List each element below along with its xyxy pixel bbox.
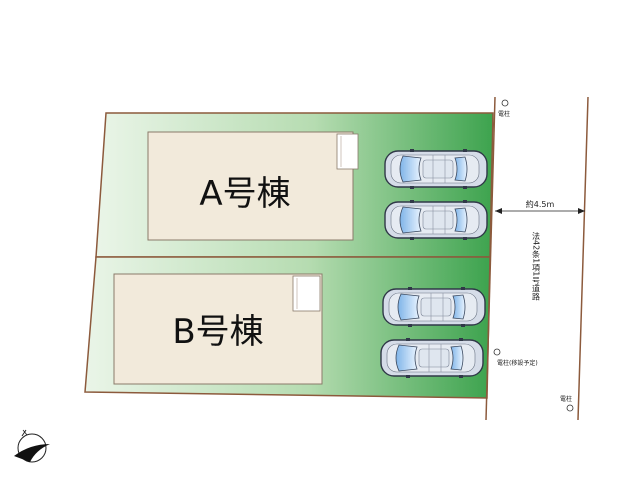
road-width-label: 約4.5m <box>526 199 555 209</box>
building-b <box>113 273 323 385</box>
lot-b-label: B号棟 <box>172 312 263 352</box>
compass-icon <box>14 429 50 463</box>
dimension-arrow-icon <box>495 208 585 214</box>
road-edge-near <box>485 96 496 421</box>
car-icon <box>380 337 484 379</box>
car-icon <box>382 286 486 328</box>
utility-pole-icon <box>501 99 509 107</box>
pole-relocate-label: 電柱(移設予定) <box>497 359 538 367</box>
pole-top-label: 電柱 <box>498 110 510 118</box>
pole-bottom-label: 電柱 <box>560 395 572 403</box>
car-icon <box>384 148 488 190</box>
road-edge-far <box>577 96 589 421</box>
lot-a-label: A号棟 <box>199 174 290 214</box>
utility-pole-icon <box>493 348 501 356</box>
building-b-entry <box>292 275 321 312</box>
road-type-label: 法42条1項1号道路 <box>532 231 541 300</box>
car-icon <box>384 199 488 241</box>
building-a-entry <box>336 133 359 170</box>
building-a <box>147 131 354 241</box>
utility-pole-icon <box>566 404 574 412</box>
